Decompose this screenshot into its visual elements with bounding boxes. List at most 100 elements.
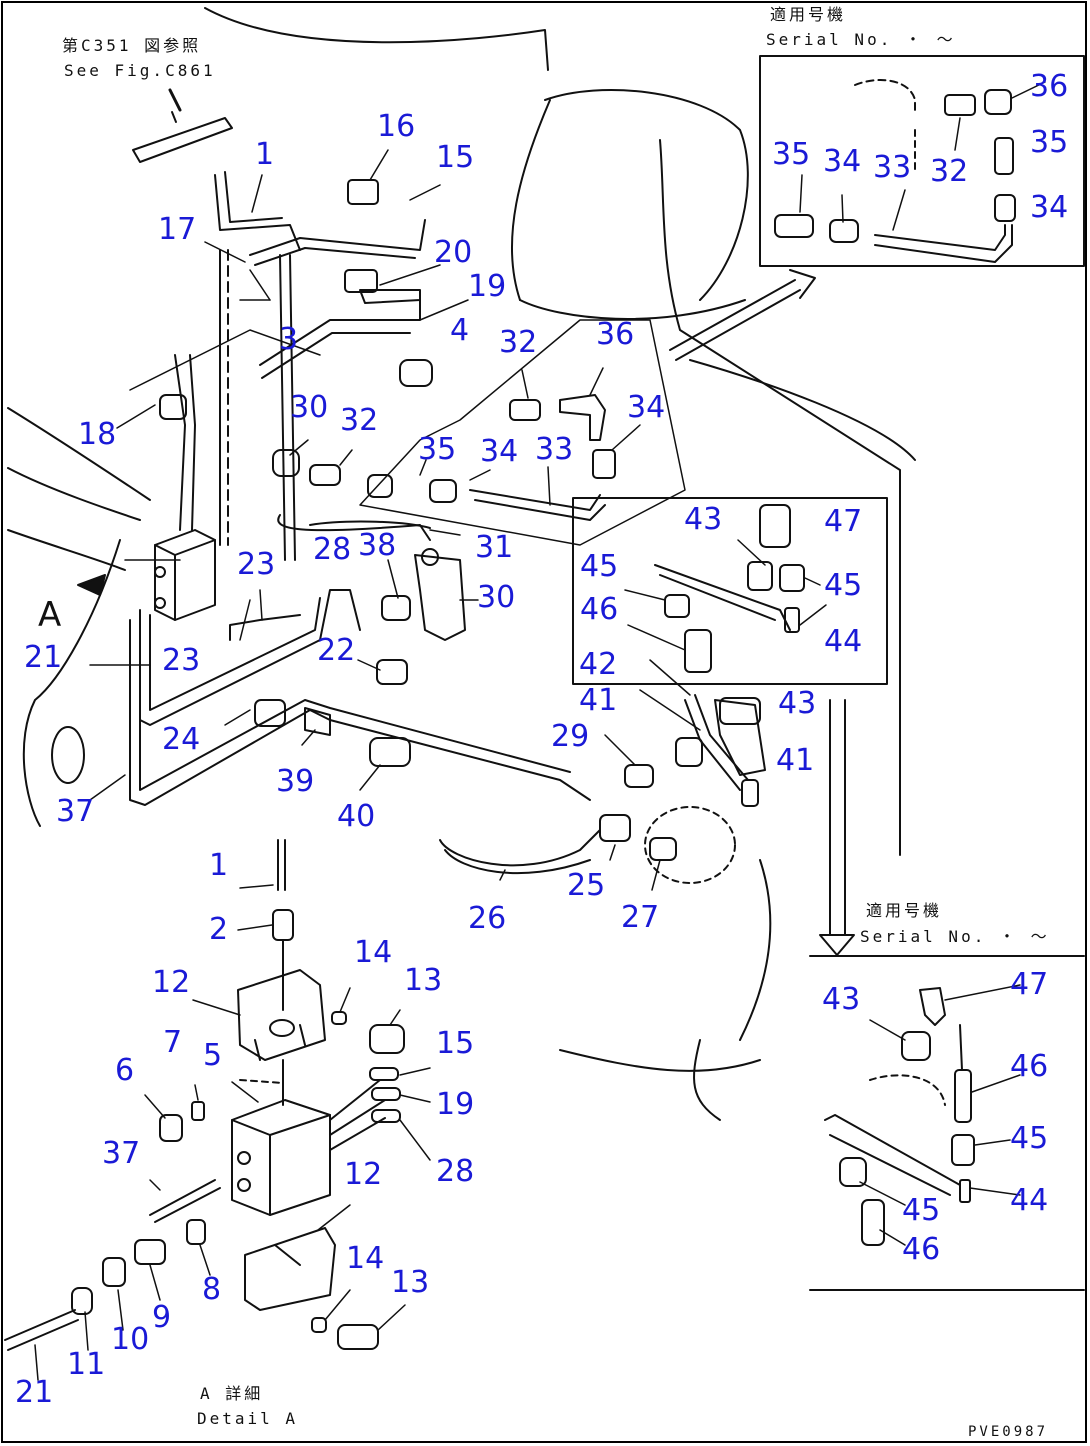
part-callout: 15 bbox=[436, 1026, 475, 1061]
flow-arrows bbox=[77, 269, 855, 956]
part-callout: 45 bbox=[824, 568, 863, 603]
drawing-code: PVE0987 bbox=[968, 1424, 1049, 1440]
part-callout: 1 bbox=[255, 137, 275, 172]
inset-right-parts bbox=[824, 987, 975, 1246]
part-callout: 19 bbox=[468, 269, 507, 304]
serial-note-right-en: Serial No. ・ 〜 bbox=[860, 927, 1050, 946]
part-callout: 22 bbox=[317, 633, 356, 668]
part-callout: 40 bbox=[337, 799, 376, 834]
inset-frames bbox=[572, 55, 1085, 1291]
part-callout: 16 bbox=[377, 109, 416, 144]
part-callout: 35 bbox=[1030, 125, 1069, 160]
part-callout: 42 bbox=[579, 647, 618, 682]
part-callout: 45 bbox=[902, 1193, 941, 1228]
part-callout: 32 bbox=[340, 403, 379, 438]
part-callout: 43 bbox=[822, 982, 861, 1017]
part-callout: 28 bbox=[436, 1154, 475, 1189]
part-callout: 1 bbox=[209, 848, 229, 883]
part-callout: 11 bbox=[67, 1347, 106, 1382]
part-callout: 6 bbox=[115, 1053, 135, 1088]
part-callout: 4 bbox=[450, 313, 470, 348]
part-callout: 8 bbox=[202, 1272, 222, 1307]
part-callout: 45 bbox=[580, 549, 619, 584]
part-callout: 12 bbox=[152, 965, 191, 1000]
part-callout: 26 bbox=[468, 901, 507, 936]
serial-note-top-jp: 適用号機 bbox=[770, 5, 847, 24]
part-callout: 20 bbox=[434, 235, 473, 270]
part-callout: 39 bbox=[276, 764, 315, 799]
view-letter-a: A bbox=[38, 595, 62, 635]
part-callout: 44 bbox=[1010, 1183, 1049, 1218]
part-callout: 47 bbox=[1010, 967, 1049, 1002]
part-callout: 30 bbox=[477, 580, 516, 615]
fittings bbox=[159, 179, 805, 861]
part-callout: 43 bbox=[684, 502, 723, 537]
part-callout: 46 bbox=[1010, 1049, 1049, 1084]
part-callout: 37 bbox=[102, 1136, 141, 1171]
part-callout: 41 bbox=[776, 743, 815, 778]
part-callout: 19 bbox=[436, 1087, 475, 1122]
part-callout: 25 bbox=[567, 868, 606, 903]
part-callout: 35 bbox=[418, 432, 457, 467]
reference-note-en: See Fig.C861 bbox=[64, 61, 216, 80]
part-callout: 37 bbox=[56, 794, 95, 829]
part-callout: 21 bbox=[24, 640, 63, 675]
part-callout: 30 bbox=[290, 390, 329, 425]
part-callout: 7 bbox=[163, 1025, 183, 1060]
serial-note-right-jp: 適用号機 bbox=[866, 901, 943, 920]
part-callout: 46 bbox=[902, 1232, 941, 1267]
part-callout: 47 bbox=[824, 504, 863, 539]
part-callout: 14 bbox=[354, 935, 393, 970]
part-callout: 10 bbox=[111, 1322, 150, 1357]
part-callout: 34 bbox=[627, 390, 666, 425]
part-callout: 29 bbox=[551, 719, 590, 754]
part-callout: 46 bbox=[580, 592, 619, 627]
part-callout: 32 bbox=[499, 325, 538, 360]
detail-note-en: Detail A bbox=[197, 1409, 299, 1428]
leader-lines bbox=[89, 269, 686, 666]
part-callout: 15 bbox=[436, 140, 475, 175]
part-callout: 3 bbox=[279, 322, 299, 357]
part-callout: 32 bbox=[930, 154, 969, 189]
part-callout: 13 bbox=[391, 1265, 430, 1300]
inset-top-parts bbox=[774, 79, 1016, 263]
part-callout: 34 bbox=[480, 434, 519, 469]
part-callout: 2 bbox=[209, 912, 229, 947]
part-callout: 13 bbox=[404, 963, 443, 998]
part-callout: 23 bbox=[162, 643, 201, 678]
part-callout: 14 bbox=[346, 1241, 385, 1276]
part-callout: 34 bbox=[823, 144, 862, 179]
valve-block-main bbox=[154, 529, 216, 621]
part-callout: 44 bbox=[824, 624, 863, 659]
part-callout: 28 bbox=[313, 532, 352, 567]
part-callout: 12 bbox=[344, 1157, 383, 1192]
part-callout: 33 bbox=[873, 150, 912, 185]
part-callout: 36 bbox=[1030, 69, 1069, 104]
part-callout: 41 bbox=[579, 683, 618, 718]
part-callout: 27 bbox=[621, 900, 660, 935]
part-callout: 18 bbox=[78, 417, 117, 452]
part-callout: 45 bbox=[1010, 1121, 1049, 1156]
part-callout: 33 bbox=[535, 432, 574, 467]
part-callout: 31 bbox=[475, 530, 514, 565]
part-callout: 38 bbox=[358, 528, 397, 563]
part-callout: 35 bbox=[772, 137, 811, 172]
part-callout: 24 bbox=[162, 722, 201, 757]
part-callout: 9 bbox=[152, 1300, 172, 1335]
part-callout: 17 bbox=[158, 212, 197, 247]
detail-note-jp: A 詳細 bbox=[200, 1384, 264, 1403]
part-callout: 36 bbox=[596, 317, 635, 352]
reference-note-jp: 第C351 図参照 bbox=[62, 36, 202, 55]
part-callout: 34 bbox=[1030, 190, 1069, 225]
callout-leaders bbox=[34, 81, 1046, 1381]
machine-frame-outline bbox=[7, 7, 916, 1121]
part-callout: 21 bbox=[15, 1375, 54, 1410]
detail-a-parts bbox=[4, 839, 405, 1351]
reference-block bbox=[132, 88, 233, 163]
serial-note-top-en: Serial No. ・ 〜 bbox=[766, 30, 956, 49]
part-callout: 43 bbox=[778, 686, 817, 721]
part-callout: 23 bbox=[237, 547, 276, 582]
